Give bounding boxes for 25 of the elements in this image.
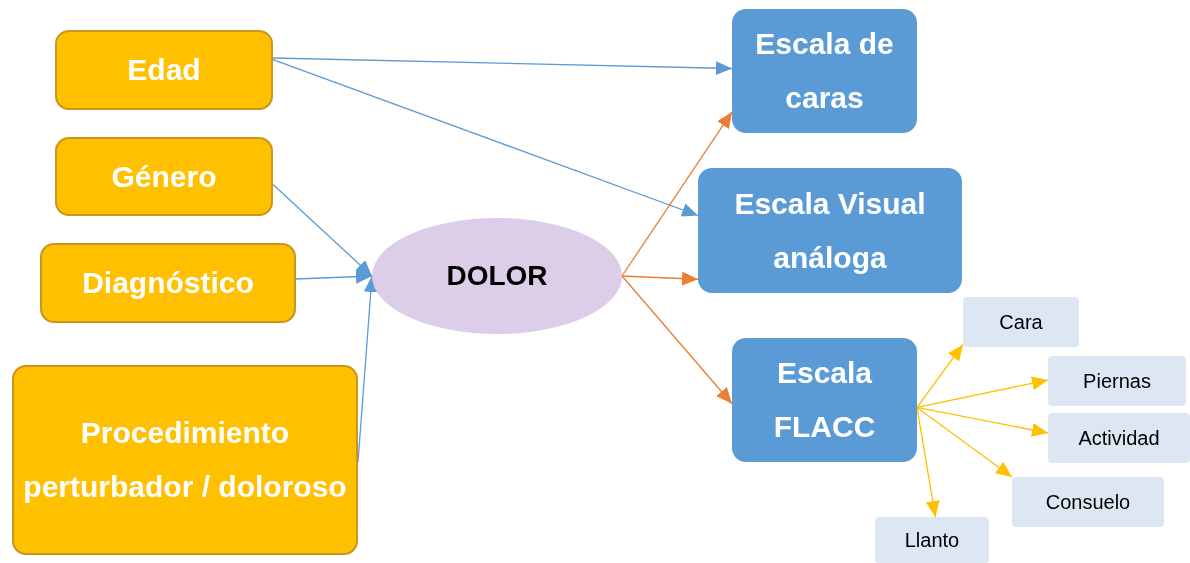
factor-box: Edad — [55, 30, 273, 110]
factor-box: Procedimiento perturbador / doloroso — [12, 365, 358, 555]
arrow — [621, 111, 733, 277]
scale-box: Escala FLACC — [732, 338, 917, 462]
arrow — [916, 376, 1049, 409]
item-box: Piernas — [1048, 356, 1186, 406]
item-box: Llanto — [875, 517, 989, 563]
item-box: Cara — [963, 297, 1079, 347]
arrow — [621, 275, 733, 405]
arrow — [916, 406, 1049, 437]
scale-box: Escala Visual análoga — [698, 168, 962, 293]
arrow — [272, 183, 373, 277]
scale-box: Escala de caras — [732, 9, 917, 133]
item-box: Actividad — [1048, 413, 1190, 463]
ellipse-node: DOLOR — [372, 218, 622, 334]
item-box: Consuelo — [1012, 477, 1164, 527]
arrow — [916, 343, 964, 409]
arrow — [621, 271, 699, 286]
factor-box: Género — [55, 137, 273, 216]
arrow — [295, 269, 373, 284]
arrow — [272, 58, 699, 217]
arrow — [916, 406, 940, 518]
arrow — [916, 406, 1013, 478]
factor-box: Diagnóstico — [40, 243, 296, 323]
arrow — [272, 57, 733, 76]
